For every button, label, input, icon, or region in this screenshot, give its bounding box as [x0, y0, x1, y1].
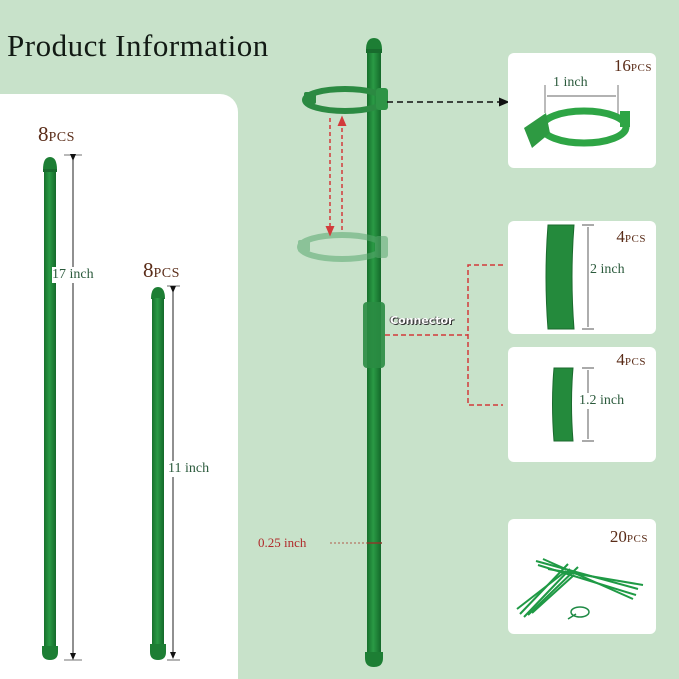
ring-clip-top [302, 86, 388, 114]
connector-bracket [385, 264, 503, 406]
diameter-label: 0.25 inch [258, 535, 307, 550]
long-stake-quantity: 8PCS [38, 122, 75, 146]
short-stake-quantity: 8PCS [143, 258, 180, 282]
connector-long-icon [545, 224, 594, 330]
connector-label: Connector [390, 314, 454, 327]
connector-long-card: 4PCS 2 inch [508, 221, 656, 334]
page-title: Product Information [7, 28, 269, 63]
twist-ties-card: 20PCS [508, 519, 656, 634]
ring-clip-card: 16PCS 1 inch [508, 53, 656, 168]
ring-clip-icon [524, 85, 630, 148]
long-stake-length: 17 inch [52, 267, 94, 283]
short-stake-length: 11 inch [168, 461, 210, 477]
connector-short-card: 4PCS 1.2 inch [508, 347, 656, 462]
short-stake [150, 287, 166, 660]
twist-ties-icon [516, 558, 644, 620]
assembled-stake [363, 38, 385, 667]
long-stake [42, 157, 58, 660]
stakes-panel [0, 94, 238, 679]
ring-clip-lower [297, 232, 388, 262]
